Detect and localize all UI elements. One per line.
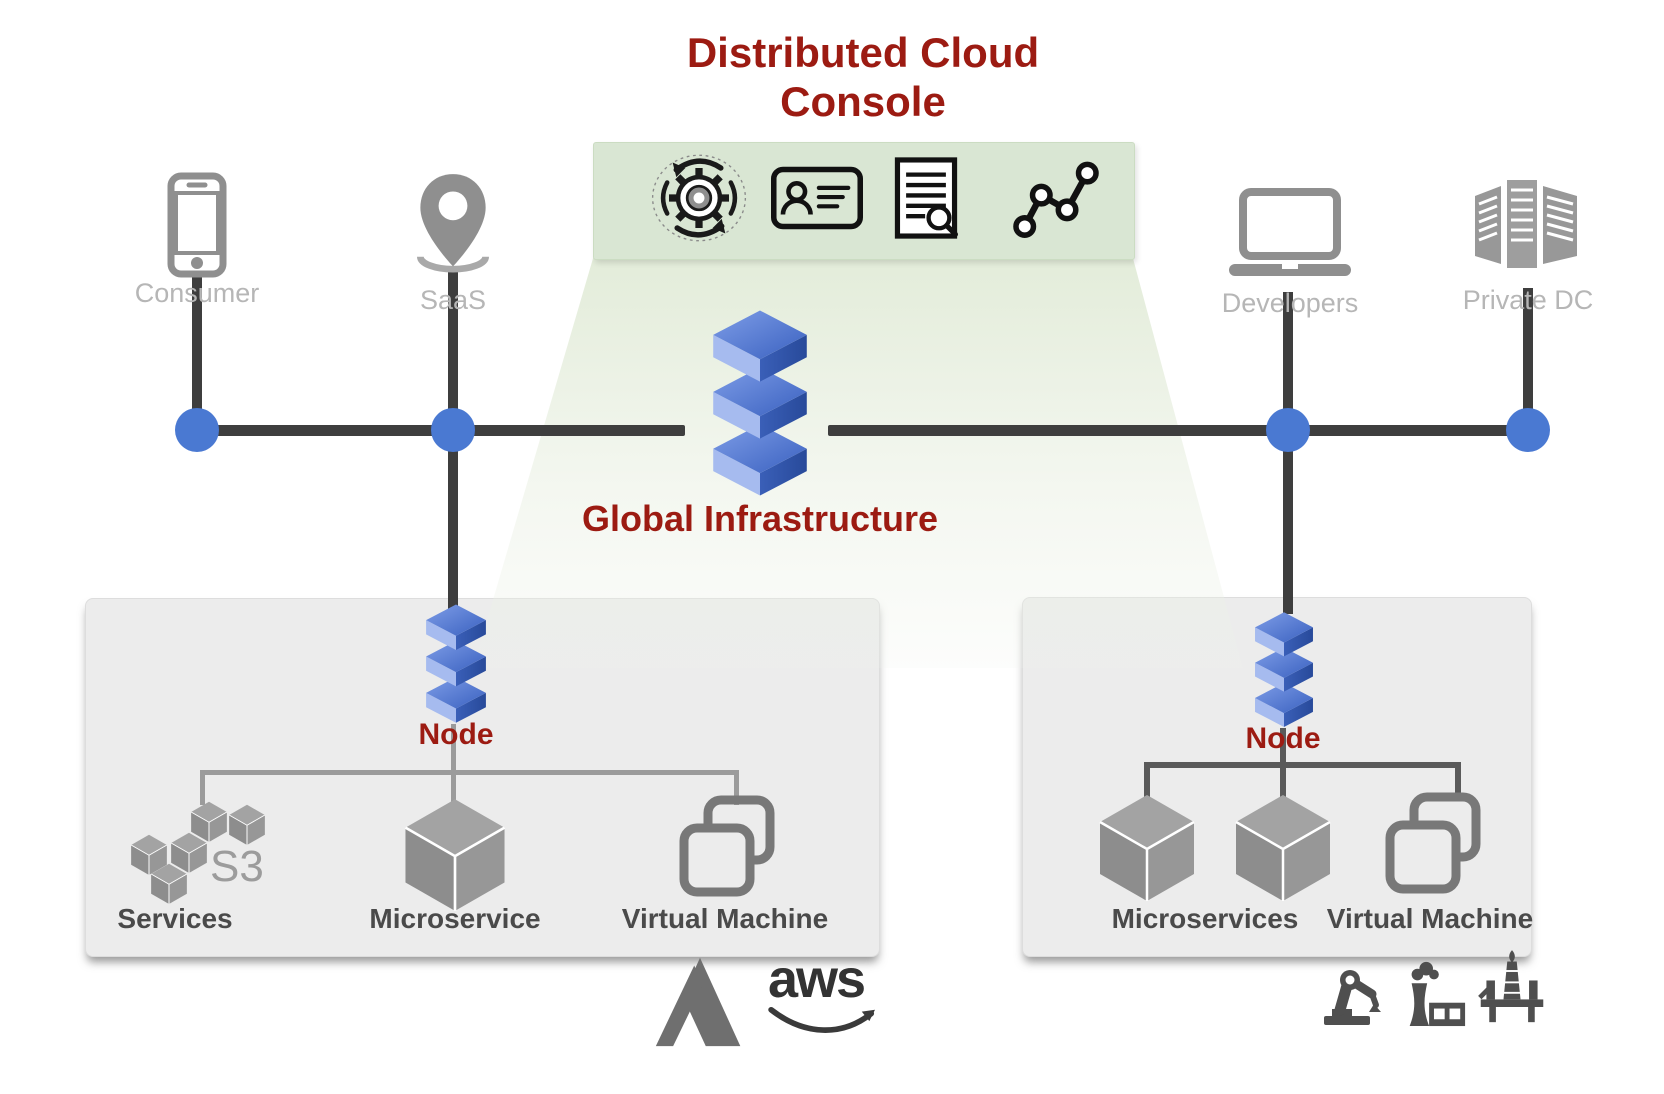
bus-line-right-segment <box>828 425 1534 436</box>
title-line-1: Distributed Cloud <box>686 29 1040 76</box>
aws-smile-icon <box>765 1006 883 1040</box>
global-infrastructure-label: Global Infrastructure <box>581 498 939 539</box>
s3-cube-2 <box>228 803 266 846</box>
left-vm-icon <box>678 795 778 899</box>
identity-card-icon <box>771 166 863 230</box>
services-label: Services <box>117 903 233 934</box>
microservices-label: Microservices <box>1111 903 1299 934</box>
console-projection-beam <box>473 258 1243 668</box>
consumer-label: Consumer <box>134 278 260 308</box>
azure-logo-icon <box>652 952 748 1048</box>
right-vm-icon <box>1384 792 1484 896</box>
right-node-label: Node <box>1245 722 1321 755</box>
automation-gear-icon <box>649 148 749 248</box>
analytics-graph-icon <box>1010 154 1102 240</box>
right-branch-leg-cube1 <box>1144 762 1150 797</box>
right-branch-line <box>1144 762 1461 768</box>
microservice-label: Microservice <box>369 903 541 934</box>
left-branch-leg-vm <box>734 770 739 805</box>
server-rack-icon <box>1473 178 1583 274</box>
laptop-icon <box>1225 188 1355 284</box>
junction-dot-consumer <box>175 408 219 452</box>
right-branch-leg-node <box>1280 728 1286 798</box>
microservice-cube-icon <box>402 795 508 913</box>
left-branch-leg-node <box>451 724 456 808</box>
oil-rig-icon <box>1476 950 1548 1028</box>
microservices-cube-2 <box>1233 791 1333 903</box>
s3-cube-5 <box>150 862 188 905</box>
right-vm-label: Virtual Machine <box>1326 903 1534 934</box>
developers-label: Developers <box>1221 288 1359 318</box>
left-branch-leg-services <box>200 770 205 805</box>
private-dc-link-line <box>1523 288 1533 430</box>
junction-dot-private-dc <box>1506 408 1550 452</box>
consumer-link-line <box>192 268 202 430</box>
left-node-stack-icon <box>407 598 505 728</box>
left-branch-line <box>200 770 737 775</box>
audit-log-search-icon <box>894 156 958 240</box>
global-infrastructure-stack-icon <box>699 300 821 504</box>
left-node-label: Node <box>418 718 494 751</box>
private-dc-label: Private DC <box>1462 285 1594 315</box>
saas-label: SaaS <box>419 285 487 315</box>
smartphone-icon <box>167 172 227 278</box>
right-branch-leg-vm <box>1455 762 1461 797</box>
title-line-2: Console <box>780 78 946 126</box>
page-title: Distributed Cloud Console <box>563 28 1163 126</box>
junction-dot-saas <box>431 408 475 452</box>
map-pin-icon <box>405 172 501 280</box>
left-vm-label: Virtual Machine <box>621 903 829 934</box>
robot-arm-icon <box>1318 964 1390 1028</box>
junction-dot-developers <box>1266 408 1310 452</box>
microservices-cube-1 <box>1097 791 1197 903</box>
developers-link-line <box>1283 292 1293 614</box>
right-node-stack-icon <box>1238 606 1330 732</box>
s3-badge: S3 <box>210 842 264 891</box>
factory-icon <box>1398 958 1468 1028</box>
aws-logo-text: aws <box>768 949 866 1009</box>
